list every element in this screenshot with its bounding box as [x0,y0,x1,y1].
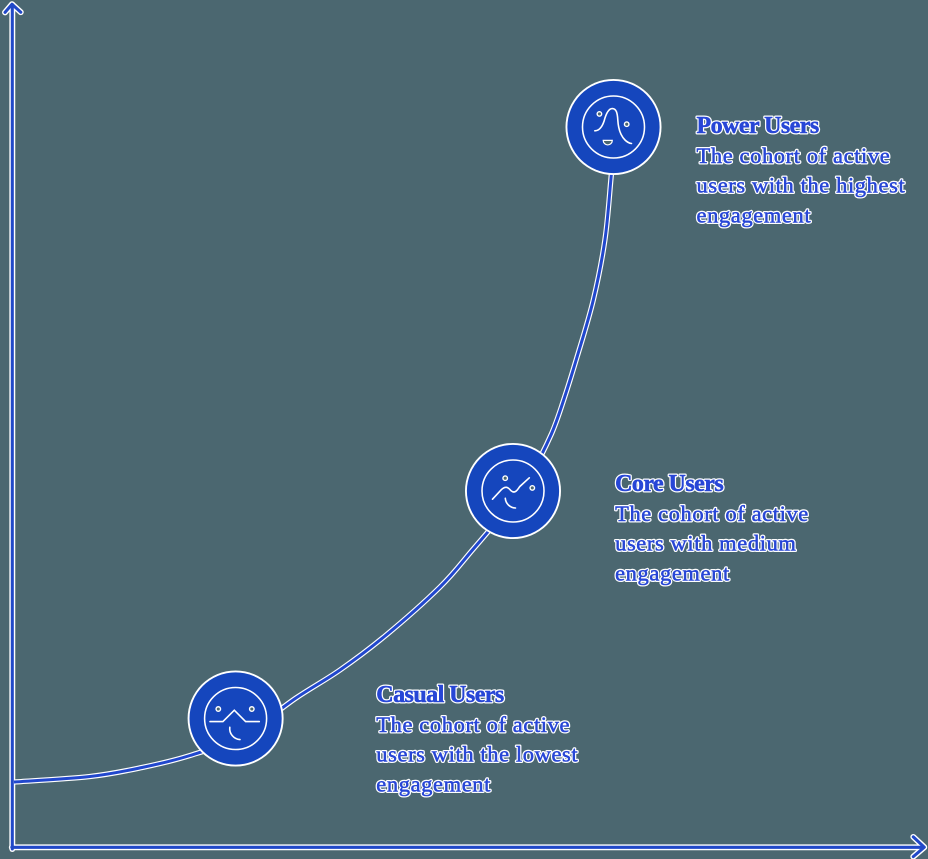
svg-text:Power Users: Power Users [697,113,819,139]
svg-text:The cohort of active: The cohort of active [376,712,570,737]
svg-text:Casual Users: Casual Users [376,682,504,708]
svg-text:The cohort of active: The cohort of active [615,501,809,526]
svg-text:users with medium: users with medium [615,531,796,556]
svg-text:users with medium: users with medium [615,531,796,556]
svg-text:The cohort of active: The cohort of active [697,143,891,168]
svg-text:Casual Users: Casual Users [376,682,504,708]
svg-text:The cohort of active: The cohort of active [697,143,891,168]
svg-text:Core Users: Core Users [615,471,723,497]
svg-text:users with the highest: users with the highest [697,173,906,198]
svg-text:users with the highest: users with the highest [697,173,906,198]
svg-text:users with the lowest: users with the lowest [376,742,578,767]
svg-text:engagement: engagement [697,202,812,227]
svg-text:The cohort of active: The cohort of active [615,501,809,526]
svg-text:Power Users: Power Users [697,113,819,139]
svg-text:engagement: engagement [376,771,491,796]
svg-text:users with the lowest: users with the lowest [376,742,578,767]
svg-text:Core Users: Core Users [615,471,723,497]
svg-text:engagement: engagement [697,202,812,227]
svg-text:The cohort of active: The cohort of active [376,712,570,737]
svg-text:engagement: engagement [615,560,730,585]
svg-text:engagement: engagement [376,771,491,796]
svg-text:engagement: engagement [615,560,730,585]
